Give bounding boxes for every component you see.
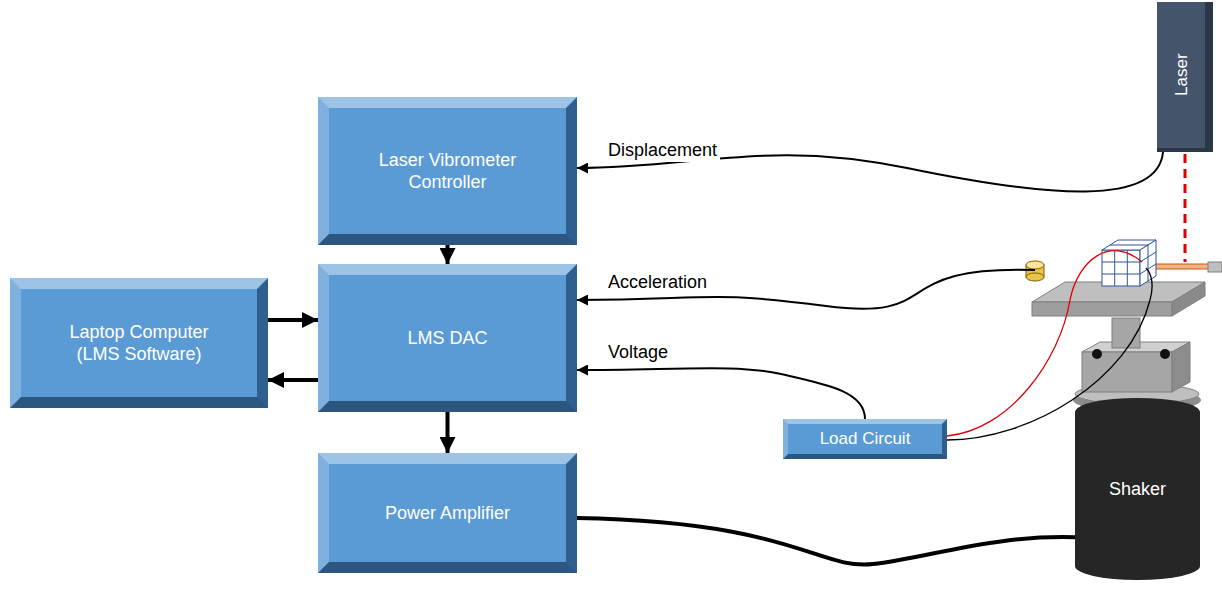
dac-box: LMS DAC (318, 264, 577, 412)
laser-head: Laser (1157, 2, 1213, 152)
accelerometer-top (1026, 261, 1044, 269)
node-label: Laptop Computer (LMS Software) (62, 321, 217, 366)
tip-mass (1208, 262, 1222, 272)
signal-arrow (446, 412, 450, 453)
node-label: Load Circuit (820, 428, 911, 449)
controller-box: Laser Vibrometer Controller (318, 97, 577, 245)
plate-side (1172, 282, 1205, 316)
block-side (1172, 342, 1190, 392)
node-label: Shaker (1109, 478, 1166, 501)
signal-label: Voltage (605, 342, 671, 364)
accelerometer-base (1026, 273, 1044, 281)
amplifier-box: Power Amplifier (318, 453, 577, 573)
signal-cable (577, 270, 1035, 309)
load-circuit-box: Load Circuit (783, 419, 947, 459)
node-label: Power Amplifier (385, 502, 510, 525)
signal-arrow (268, 318, 318, 322)
bolt (1092, 349, 1102, 359)
signal-label: Acceleration (605, 272, 710, 294)
bolt (1160, 349, 1170, 359)
signal-arrow (268, 378, 318, 382)
laser-beam (1184, 154, 1187, 262)
signal-arrow (446, 245, 450, 264)
node-label: Laser (1170, 54, 1191, 97)
signal-label: Displacement (605, 140, 720, 162)
signal-arrow (577, 518, 1089, 565)
plate-front (1032, 302, 1172, 316)
fixture-stem (1112, 318, 1140, 348)
signal-cable (577, 368, 865, 419)
computer-box: Laptop Computer (LMS Software) (10, 278, 268, 408)
node-label: LMS DAC (407, 327, 487, 350)
clamp-cube (1102, 240, 1156, 286)
shaker-body: Shaker (1075, 398, 1200, 580)
node-label: Laser Vibrometer Controller (365, 149, 530, 194)
